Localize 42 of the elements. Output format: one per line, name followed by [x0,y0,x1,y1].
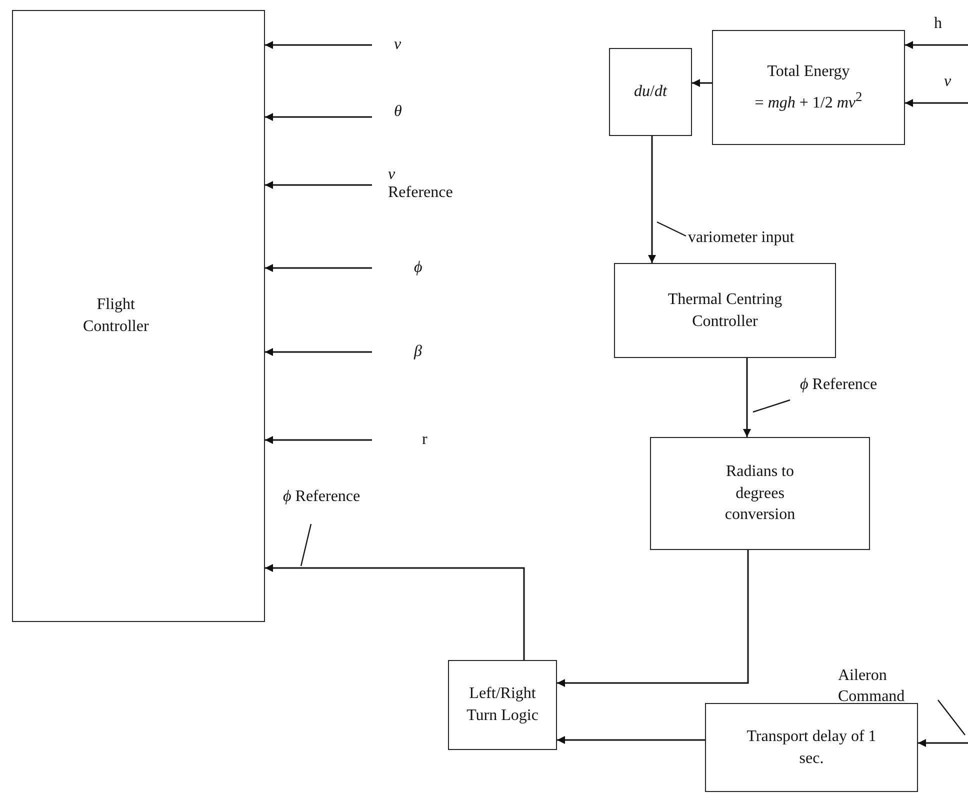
arrow [557,550,749,687]
edge-label: v [944,72,952,92]
signal-label: β [372,340,432,364]
box-title: Thermal Centring Controller [666,290,784,332]
arrow [557,736,705,744]
process-box [614,263,836,358]
arrow [265,181,372,189]
arrow [265,436,372,444]
arrow [265,41,372,49]
edge-label: h [934,14,942,34]
process-box [712,30,905,145]
edge-label: variometer input [688,228,794,248]
box-formula: = mgh + 1/2 mv$^{2}$ [754,88,862,114]
box-title: Transport delay of 1 sec. [746,726,877,768]
process-box [705,703,918,792]
process-box [650,437,870,550]
arrow [648,136,656,263]
box-title: Left/Right Turn Logic [466,684,540,726]
arrow [265,564,525,660]
box-title: Radians to degrees conversion [724,462,796,526]
box-title: du/dt [634,82,667,102]
arrow [692,79,712,87]
signal-label: r [372,428,432,452]
signal-label: v [372,33,412,57]
process-box [609,48,692,136]
process-box [448,660,557,750]
edge-label: ϕ Reference [800,375,878,395]
arrow [918,739,968,747]
arrow [905,99,968,107]
signal-label: θ [372,100,412,124]
arrow [743,358,751,437]
signal-label: ϕ [372,256,432,280]
process-box [12,10,265,622]
edge-label: ϕ Reference [283,487,360,507]
arrow [265,264,372,272]
edge-label: Aileron Command [838,666,906,707]
box-title: Total Energy [767,62,850,82]
arrow [905,41,968,49]
box-title: Flight Controller [83,295,149,337]
signal-label: v Reference [372,172,522,196]
arrow [265,348,372,356]
arrow [265,113,372,121]
